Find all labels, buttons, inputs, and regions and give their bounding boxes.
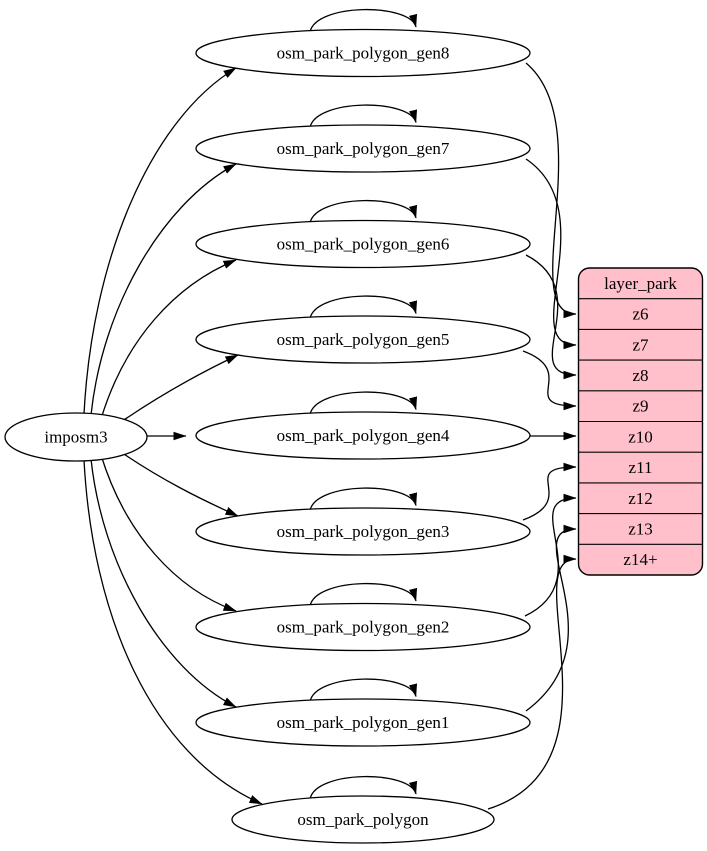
self-loop-gen4 bbox=[309, 391, 417, 415]
self-loop-polygon bbox=[309, 775, 417, 800]
edge-gen6-to-z8 bbox=[525, 254, 577, 380]
node-osm-park-polygon-gen5: osm_park_polygon_gen5 bbox=[195, 315, 531, 364]
edge-imposm3-to-gen1 bbox=[90, 458, 237, 708]
self-loop-gen7 bbox=[309, 104, 417, 128]
gen5-label: osm_park_polygon_gen5 bbox=[277, 330, 450, 349]
layer-park-row-z10: z10 bbox=[628, 427, 653, 446]
layer-park-row-z14plus: z14+ bbox=[623, 550, 657, 569]
gen3-ellipse bbox=[195, 507, 531, 556]
layer-park-row-z7: z7 bbox=[632, 335, 649, 354]
edge-imposm3-to-gen6 bbox=[100, 259, 237, 420]
gen1-label: osm_park_polygon_gen1 bbox=[277, 713, 450, 732]
gen5-ellipse bbox=[195, 315, 531, 364]
edge-imposm3-to-gen2 bbox=[100, 454, 237, 612]
node-osm-park-polygon-gen4: osm_park_polygon_gen4 bbox=[195, 411, 531, 460]
node-osm-park-polygon-gen8: osm_park_polygon_gen8 bbox=[195, 28, 531, 78]
gen4-label: osm_park_polygon_gen4 bbox=[277, 426, 450, 445]
edge-imposm3-to-gen5 bbox=[117, 354, 239, 425]
gen2-label: osm_park_polygon_gen2 bbox=[277, 618, 450, 637]
self-loop-gen8 bbox=[309, 8, 417, 33]
edges-tables-to-layer bbox=[487, 62, 577, 810]
node-imposm3: imposm3 bbox=[4, 412, 148, 462]
edge-gen8-to-z6 bbox=[525, 62, 577, 319]
layer-park-row-z6: z6 bbox=[632, 305, 648, 324]
edges-self-loops bbox=[309, 8, 417, 800]
edge-gen7-to-z7 bbox=[525, 158, 577, 350]
gen3-label: osm_park_polygon_gen3 bbox=[277, 522, 450, 541]
edges-source-to-tables bbox=[83, 67, 263, 805]
node-osm-park-polygon-gen2: osm_park_polygon_gen2 bbox=[195, 602, 531, 652]
gen6-ellipse bbox=[195, 219, 531, 269]
gen8-ellipse bbox=[195, 28, 531, 78]
node-osm-park-polygon-gen1: osm_park_polygon_gen1 bbox=[195, 698, 531, 747]
edge-gen3-to-z11 bbox=[522, 462, 577, 521]
gen4-ellipse bbox=[195, 411, 531, 460]
self-loop-gen2 bbox=[309, 582, 417, 607]
edge-gen1-to-z13 bbox=[525, 524, 577, 712]
layer-park-table: layer_park z6 z7 z8 z9 z10 z11 z12 z13 z… bbox=[577, 267, 704, 576]
edge-imposm3-to-gen8 bbox=[83, 67, 237, 415]
polygon-ellipse bbox=[231, 795, 495, 844]
edge-imposm3-to-polygon bbox=[83, 459, 263, 805]
node-osm-park-polygon-gen7: osm_park_polygon_gen7 bbox=[195, 124, 531, 173]
layer-park-row-z11: z11 bbox=[629, 458, 653, 477]
self-loop-gen1 bbox=[309, 678, 417, 702]
gen7-label: osm_park_polygon_gen7 bbox=[277, 139, 450, 158]
node-osm-park-polygon-gen6: osm_park_polygon_gen6 bbox=[195, 219, 531, 269]
edge-gen5-to-z9 bbox=[522, 350, 577, 411]
gen6-label: osm_park_polygon_gen6 bbox=[277, 235, 450, 254]
gen8-label: osm_park_polygon_gen8 bbox=[277, 44, 450, 63]
layer-park-row-z12: z12 bbox=[628, 489, 653, 508]
imposm3-ellipse bbox=[4, 412, 148, 462]
polygon-label: osm_park_polygon bbox=[297, 810, 429, 829]
self-loop-gen3 bbox=[309, 487, 417, 511]
node-osm-park-polygon: osm_park_polygon bbox=[231, 795, 495, 844]
gen2-ellipse bbox=[195, 602, 531, 652]
self-loop-gen6 bbox=[309, 199, 417, 224]
imposm3-label: imposm3 bbox=[44, 428, 107, 447]
node-osm-park-polygon-gen3: osm_park_polygon_gen3 bbox=[195, 507, 531, 556]
layer-park-row-z13: z13 bbox=[628, 520, 653, 539]
edge-imposm3-to-gen7 bbox=[90, 163, 237, 416]
gen1-ellipse bbox=[195, 698, 531, 747]
gen7-ellipse bbox=[195, 124, 531, 173]
self-loop-gen5 bbox=[309, 295, 417, 319]
layer-park-row-z8: z8 bbox=[632, 366, 648, 385]
edge-imposm3-to-gen3 bbox=[117, 449, 239, 517]
edge-polygon-to-z14plus bbox=[487, 554, 577, 810]
layer-park-title: layer_park bbox=[604, 274, 677, 293]
layer-park-row-z9: z9 bbox=[632, 397, 648, 416]
